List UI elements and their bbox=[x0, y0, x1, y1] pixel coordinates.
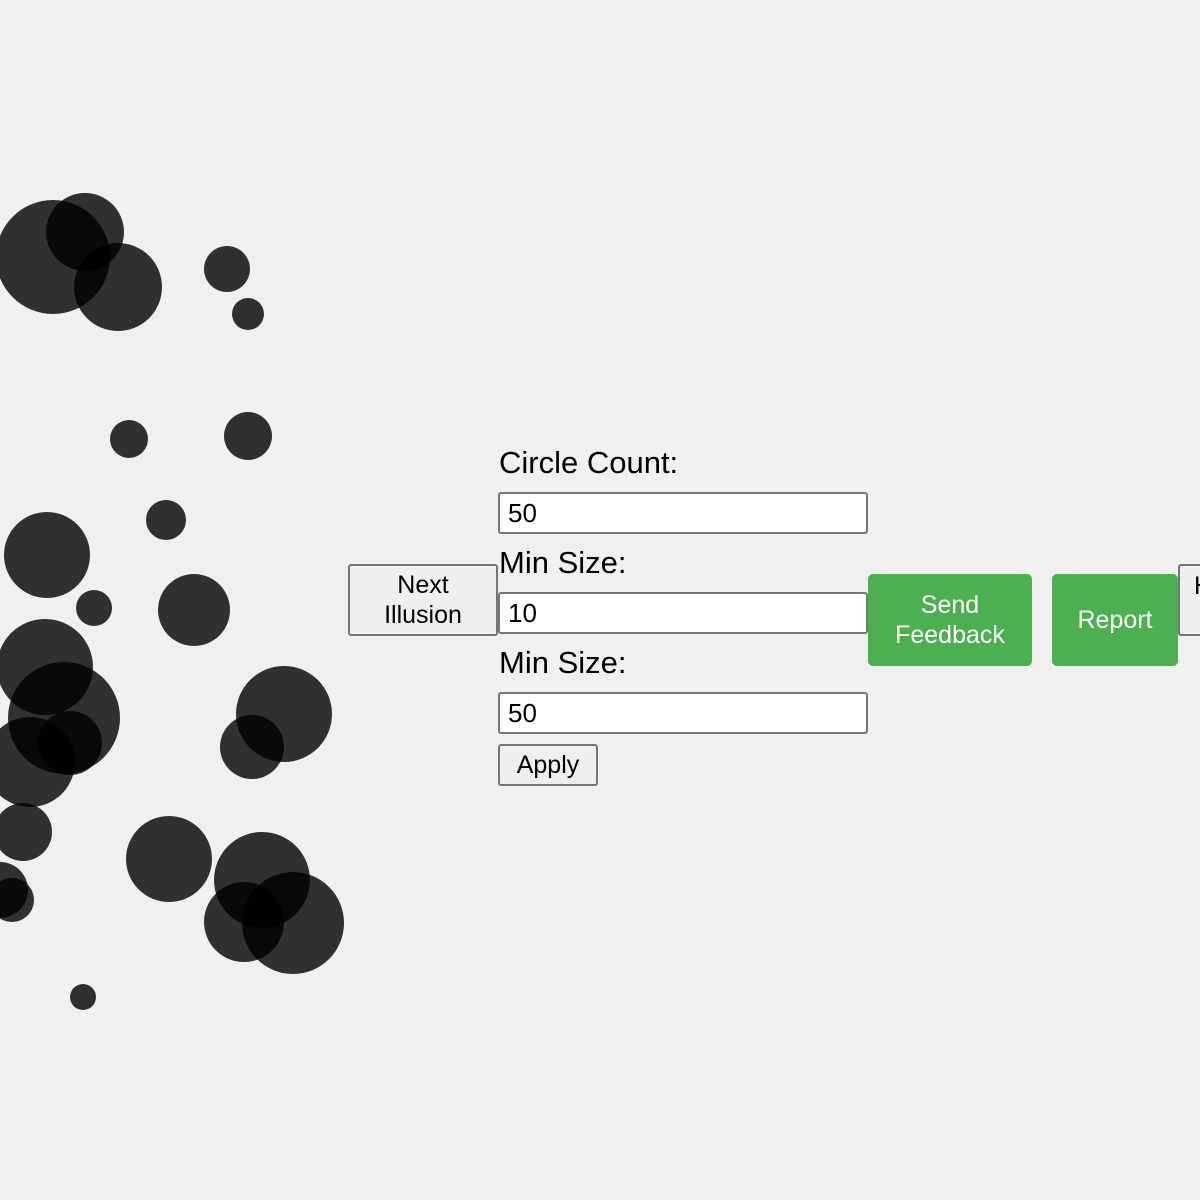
send-feedback-button[interactable]: Send Feedback bbox=[868, 574, 1032, 666]
illusion-circle bbox=[70, 984, 96, 1010]
max-size-label: Min Size: bbox=[499, 645, 627, 680]
apply-button[interactable]: Apply bbox=[498, 744, 598, 786]
min-size-label: Min Size: bbox=[499, 545, 627, 580]
circle-count-input[interactable] bbox=[498, 492, 868, 534]
illusion-circle bbox=[38, 711, 102, 775]
illusion-circle bbox=[204, 246, 250, 292]
illusion-circle bbox=[4, 512, 90, 598]
illusion-circle bbox=[224, 412, 272, 460]
cut-off-button-label: H bbox=[1194, 571, 1200, 601]
illusion-circle bbox=[158, 574, 230, 646]
illusion-circle bbox=[126, 816, 212, 902]
max-size-input[interactable] bbox=[498, 692, 868, 734]
illusion-circle bbox=[242, 872, 344, 974]
send-feedback-label: Send Feedback bbox=[895, 591, 1005, 649]
illusion-circle bbox=[74, 243, 162, 331]
illusion-circle bbox=[220, 715, 284, 779]
cut-off-button[interactable]: H bbox=[1178, 564, 1200, 636]
illusion-circle bbox=[146, 500, 186, 540]
next-illusion-label: Next Illusion bbox=[384, 571, 462, 629]
illusion-circle bbox=[232, 298, 264, 330]
report-button[interactable]: Report bbox=[1052, 574, 1178, 666]
apply-label: Apply bbox=[516, 751, 580, 779]
illusion-circle bbox=[0, 803, 52, 861]
next-illusion-button[interactable]: Next Illusion bbox=[348, 564, 498, 636]
illusion-circle bbox=[0, 878, 34, 922]
report-label: Report bbox=[1077, 606, 1153, 634]
illusion-circle bbox=[110, 420, 148, 458]
min-size-input[interactable] bbox=[498, 592, 868, 634]
illusion-circle bbox=[76, 590, 112, 626]
circle-count-label: Circle Count: bbox=[499, 445, 679, 480]
